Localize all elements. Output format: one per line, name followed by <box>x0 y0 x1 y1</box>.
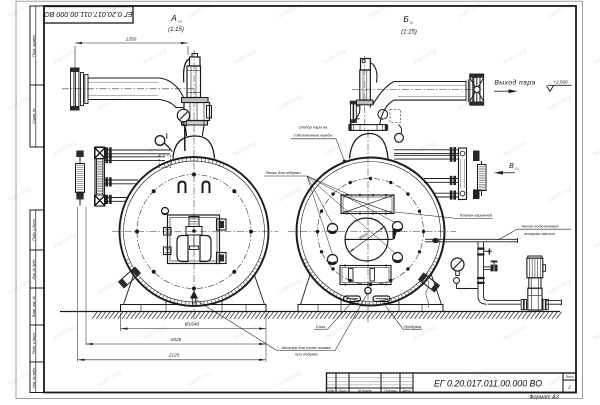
svg-text:Инв. № дубл.: Инв. № дубл. <box>32 259 36 280</box>
svg-text:+2,500: +2,500 <box>553 80 568 85</box>
svg-text:(1:15): (1:15) <box>168 27 184 33</box>
svg-text:Штуцер для слива шлама: Штуцер для слива шлама <box>281 345 331 350</box>
svg-text:Подпись: Подпись <box>384 389 397 393</box>
svg-text:Б: Б <box>403 14 409 24</box>
svg-text:Отбор пара на: Отбор пара на <box>299 125 328 130</box>
svg-text:Дата: Дата <box>401 389 410 393</box>
svg-text:Справ. №: Справ. № <box>32 108 36 124</box>
svg-text:(1): (1) <box>410 21 414 25</box>
svg-text:Перв. примен.: Перв. примен. <box>32 34 36 57</box>
svg-text:Слив: Слив <box>316 324 325 329</box>
svg-text:при обдувке: при обдувке <box>295 351 318 356</box>
svg-text:ЕГ 0.20.017.011.00.000 ВО: ЕГ 0.20.017.011.00.000 ВО <box>434 378 542 388</box>
svg-text:В: В <box>509 163 514 170</box>
svg-text:(1:15): (1:15) <box>401 30 417 36</box>
svg-text:второго насоса: второго насоса <box>524 231 555 236</box>
svg-text:Ø1640: Ø1640 <box>184 321 200 327</box>
svg-text:2: 2 <box>567 384 571 389</box>
svg-text:(1): (1) <box>178 20 182 24</box>
svg-text:Лючки для обдувки: Лючки для обдувки <box>264 170 301 175</box>
svg-text:Взам. инв. №: Взам. инв. № <box>32 296 36 317</box>
svg-text:Лист: Лист <box>564 375 574 379</box>
svg-text:собственные нужды: собственные нужды <box>294 133 333 138</box>
svg-text:(1): (1) <box>515 167 519 171</box>
svg-text:Продувка: Продувка <box>404 324 422 329</box>
svg-text:Лист: Лист <box>338 389 347 393</box>
svg-text:Формат А3: Формат А3 <box>529 395 559 400</box>
svg-text:№ докум.: № докум. <box>358 389 372 393</box>
svg-text:А: А <box>170 13 177 23</box>
svg-text:Подп. и дата: Подп. и дата <box>32 219 36 240</box>
svg-text:Линия подключения: Линия подключения <box>520 224 559 229</box>
svg-text:1350: 1350 <box>126 37 137 43</box>
svg-text:Клапан взрывной: Клапан взрывной <box>460 213 493 218</box>
svg-text:2025: 2025 <box>170 337 182 343</box>
svg-text:Изм: Изм <box>328 389 335 393</box>
svg-text:ЕГ 0.20.017.011.00.000 ВО: ЕГ 0.20.017.011.00.000 ВО <box>44 10 133 19</box>
svg-text:Инв. № подл.: Инв. № подл. <box>32 367 36 388</box>
svg-text:Выход пара: Выход пара <box>494 79 535 87</box>
svg-text:2125: 2125 <box>168 353 180 359</box>
svg-text:Подп. и дата: Подп. и дата <box>32 333 36 354</box>
